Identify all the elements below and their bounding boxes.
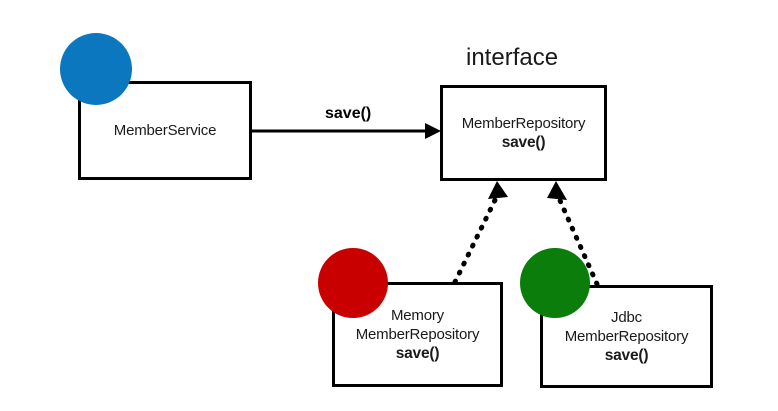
edge-save-call-arrowhead	[425, 123, 441, 139]
edge-label-save-call: save()	[325, 105, 372, 122]
class-name-memory-line1: Memory	[391, 307, 444, 324]
class-box-memory-member-repository[interactable]: Memory MemberRepository save()	[332, 282, 503, 387]
edge-jdbc-implements-arrowhead	[547, 181, 567, 200]
edge-jdbc-implements-line	[555, 193, 600, 287]
class-name-jdbc-line1: Jdbc	[611, 309, 642, 326]
class-name-member-service: MemberService	[113, 122, 217, 139]
edge-memory-implements-arrowhead	[488, 181, 508, 199]
method-save-jdbc-member-repository: save()	[604, 347, 649, 364]
blue-dot-icon	[60, 33, 132, 105]
class-name-jdbc-line2: MemberRepository	[564, 328, 689, 345]
class-name-memory-line2: MemberRepository	[355, 326, 480, 343]
edge-save-call	[252, 123, 441, 139]
interface-stereotype-label: interface	[466, 44, 559, 71]
edge-memory-implements-line	[452, 193, 500, 285]
edge-memory-implements	[452, 181, 508, 285]
method-save-memory-member-repository: save()	[395, 345, 440, 362]
class-name-member-repository: MemberRepository	[461, 115, 586, 132]
green-dot-icon	[520, 248, 590, 318]
red-dot-icon	[318, 248, 388, 318]
class-box-member-repository[interactable]: MemberRepository save()	[440, 85, 607, 181]
method-save-member-repository: save()	[501, 134, 546, 151]
edge-jdbc-implements	[547, 181, 600, 287]
